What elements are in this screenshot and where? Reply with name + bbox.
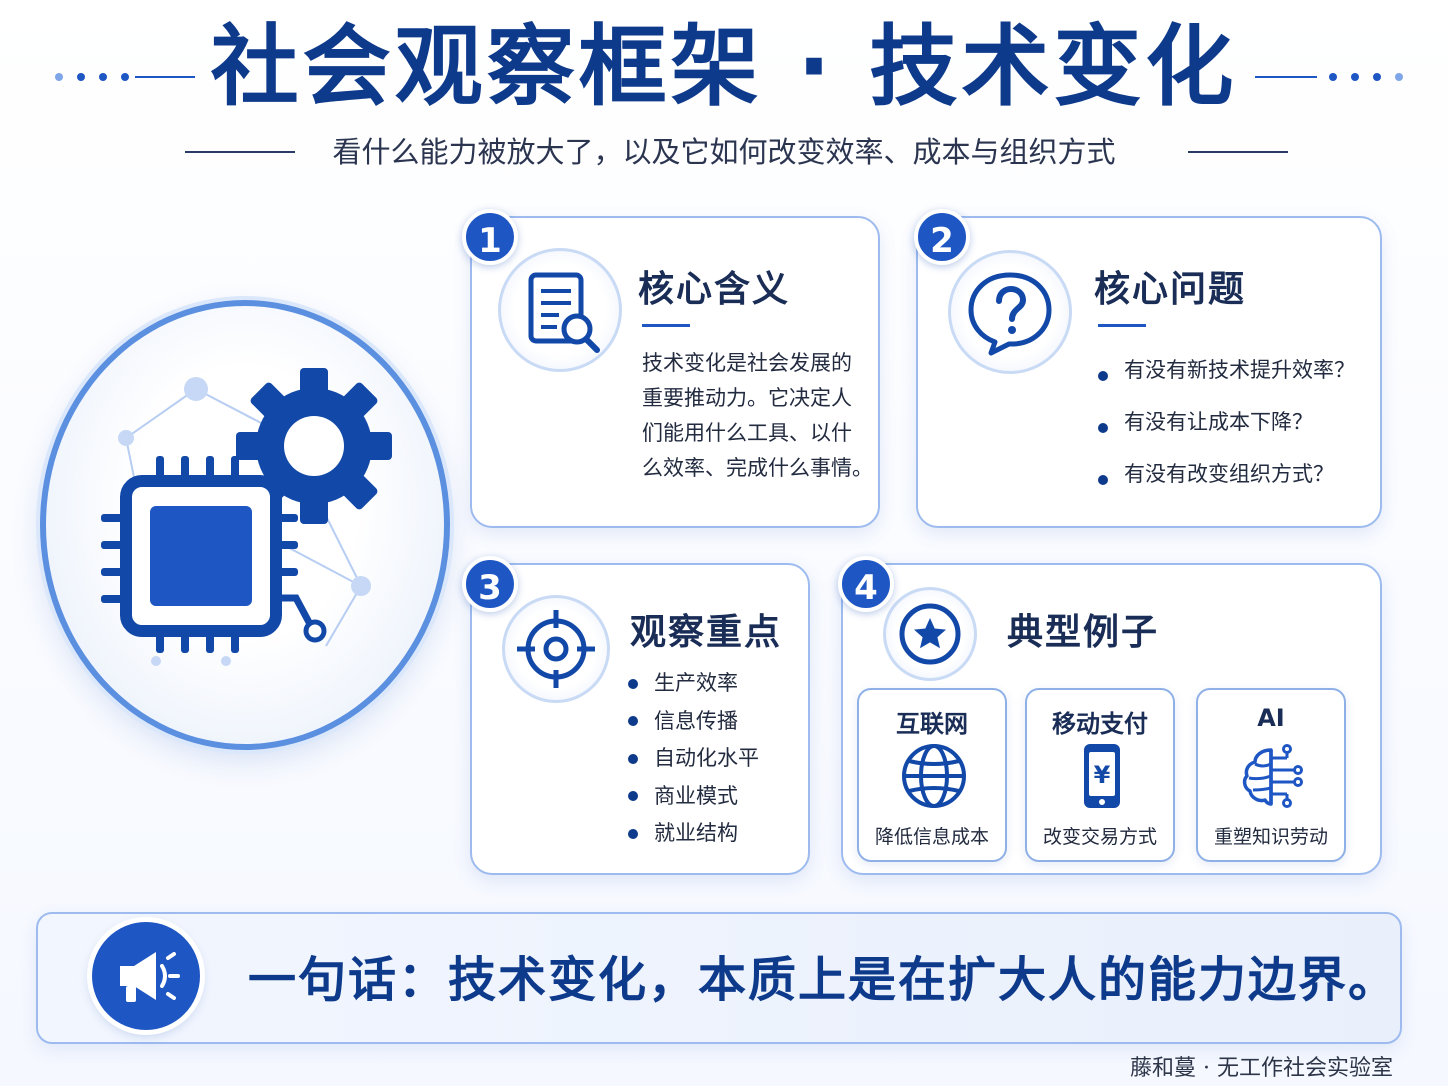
title-underline: [642, 324, 690, 327]
focus-list: 生产效率 信息传播 自动化水平 商业模式 就业结构: [626, 665, 759, 853]
title-underline: [1098, 324, 1146, 327]
header-decoration-right: [1255, 70, 1405, 84]
megaphone-icon: [92, 922, 200, 1030]
phone-yuan-icon: ¥: [1066, 740, 1138, 812]
card-title: 观察重点: [630, 612, 783, 653]
list-item: 有没有让成本下降？: [1096, 402, 1355, 454]
ai-brain-icon: [1237, 740, 1309, 812]
page-title: 社会观察框架 · 技术变化: [210, 15, 1238, 118]
list-item: 生产效率: [626, 665, 759, 703]
list-item: 商业模式: [626, 778, 759, 816]
footer-credit: 藤和蔓 · 无工作社会实验室: [1130, 1056, 1393, 1081]
svg-text:¥: ¥: [1094, 761, 1111, 789]
example-internet: 互联网 降低信息成本: [857, 688, 1007, 862]
text-line: 重要推动力。它决定人: [642, 386, 852, 410]
summary-text: 一句话：技术变化，本质上是在扩大人的能力边界。: [248, 952, 1399, 1008]
example-title: AI: [1257, 704, 1285, 732]
card-title: 核心含义: [638, 269, 791, 310]
text-line: 么效率、完成什么事情。: [642, 456, 873, 480]
target-icon: [502, 595, 610, 703]
text-line: 们能用什么工具、以什: [642, 421, 852, 445]
star-badge-icon: [883, 587, 977, 681]
card-title: 典型例子: [1007, 612, 1160, 653]
example-ai: AI 重塑知识劳动: [1196, 688, 1346, 862]
card-description: 技术变化是社会发展的 重要推动力。它决定人 们能用什么工具、以什 么效率、完成什…: [642, 346, 873, 486]
list-item: 就业结构: [626, 815, 759, 853]
document-search-icon: [498, 248, 622, 372]
hero-illustration: [40, 300, 450, 750]
card-core-questions: 核心问题 有没有新技术提升效率？ 有没有让成本下降？ 有没有改变组织方式？: [916, 216, 1382, 528]
card-title: 核心问题: [1094, 269, 1247, 310]
list-item: 有没有改变组织方式？: [1096, 454, 1355, 506]
card-number-badge: 1: [462, 209, 518, 265]
card-number-badge: 4: [838, 556, 894, 612]
example-caption: 降低信息成本: [874, 826, 989, 848]
list-item: 有没有新技术提升效率？: [1096, 350, 1355, 402]
card-number-badge: 3: [462, 556, 518, 612]
page-subtitle: 看什么能力被放大了，以及它如何改变效率、成本与组织方式: [332, 135, 1116, 169]
example-mobile-payment: 移动支付 ¥ 改变交易方式: [1025, 688, 1175, 862]
card-observation-focus: 观察重点 生产效率 信息传播 自动化水平 商业模式 就业结构: [470, 563, 810, 875]
header-decoration-left: [55, 70, 195, 84]
list-item: 信息传播: [626, 703, 759, 741]
list-item: 自动化水平: [626, 740, 759, 778]
text-line: 技术变化是社会发展的: [642, 351, 852, 375]
question-list: 有没有新技术提升效率？ 有没有让成本下降？ 有没有改变组织方式？: [1096, 350, 1355, 506]
subtitle-line-left: [185, 151, 295, 153]
example-title: 移动支付: [1052, 710, 1148, 738]
globe-icon: [898, 740, 970, 812]
summary-banner: [36, 912, 1402, 1044]
question-bubble-icon: [948, 250, 1072, 374]
subtitle-line-right: [1188, 151, 1288, 153]
example-title: 互联网: [896, 710, 968, 738]
example-caption: 改变交易方式: [1042, 826, 1157, 848]
chip-gear-network-icon: [101, 368, 392, 666]
card-number-badge: 2: [914, 209, 970, 265]
card-core-meaning: 核心含义 技术变化是社会发展的 重要推动力。它决定人 们能用什么工具、以什 么效…: [470, 216, 880, 528]
example-caption: 重塑知识劳动: [1213, 826, 1328, 848]
